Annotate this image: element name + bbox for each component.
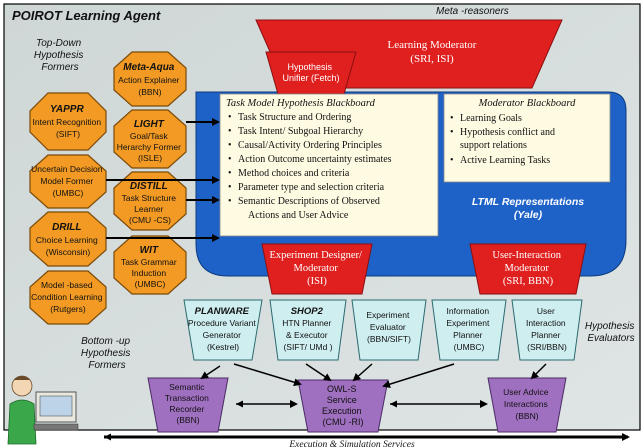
evaluator-planware: PLANWARE Procedure Variant Generator (Ke…	[183, 299, 263, 361]
task-bullet: •	[228, 126, 232, 137]
task-blackboard-list: • Task Structure and Ordering • Task Int…	[228, 112, 392, 221]
octagon-shape	[29, 211, 107, 267]
octagon-shape	[29, 154, 107, 209]
task-blackboard-title: Task Model Hypothesis Blackboard	[226, 98, 376, 109]
moderator-blackboard-title: Moderator Blackboard	[478, 98, 576, 109]
user-interaction-moderator-label: User-Interaction Moderator (SRI, BBN)	[492, 250, 563, 287]
moderator-blackboard-list: • Learning Goals • Hypothesis conflict a…	[450, 113, 555, 166]
task-bullet: •	[228, 140, 232, 151]
former-meta-aqua: Meta-Aqua Action Explainer (BBN)	[113, 51, 187, 107]
task-item: Action Outcome uncertainty estimates	[238, 154, 392, 165]
task-item: Method choices and criteria	[238, 168, 350, 179]
former-label: Model -based Condition Learning (Rutgers…	[31, 280, 105, 314]
task-bullet: •	[228, 154, 232, 165]
former-label: DISTILL Task Structure Learner (CMU -CS)	[122, 181, 179, 225]
arrow	[352, 363, 373, 382]
hypothesis-evaluators-label: Hypothesis Evaluators	[585, 321, 637, 344]
octagon-shape	[113, 171, 187, 231]
service-user-advice: User Advice Interactions (BBN)	[487, 377, 567, 433]
execution-label: Execution & Simulation Services	[288, 440, 415, 448]
learning-moderator-title: Learning Moderator	[388, 39, 477, 51]
service-owls-execution: OWL-S Service Execution (CMU -RI)	[297, 379, 389, 433]
task-bullet: •	[228, 168, 232, 179]
moderator-bullet: •	[450, 127, 454, 138]
task-item: Task Structure and Ordering	[238, 112, 351, 123]
moderator-bullet: •	[450, 155, 454, 166]
service-label: Semantic Transaction Recorder (BBN)	[165, 382, 211, 425]
task-item: Parameter type and selection criteria	[238, 182, 385, 193]
task-item: Semantic Descriptions of Observed	[238, 196, 380, 207]
moderator-item: Hypothesis conflict and	[460, 127, 555, 138]
arrow	[200, 365, 221, 380]
frame-title: POIROT Learning Agent	[12, 8, 161, 23]
arrow	[305, 363, 332, 382]
former-label: YAPPR Intent Recognition (SIFT)	[33, 104, 104, 139]
trapezoid-shape	[487, 377, 567, 433]
former-distill: DISTILL Task Structure Learner (CMU -CS)	[113, 171, 187, 231]
task-bullet: •	[228, 196, 232, 207]
task-item: Task Intent/ Subgoal Hierarchy	[238, 126, 363, 137]
user-at-computer-icon	[7, 375, 79, 445]
trapezoid-shape	[351, 299, 427, 361]
hypothesis-unifier-label: Hypothesis Unifier (Fetch)	[282, 62, 339, 83]
former-arrows	[106, 118, 220, 242]
former-drill: DRILL Choice Learning (Wisconsin)	[29, 211, 107, 267]
service-label: User Advice Interactions (BBN)	[503, 387, 551, 421]
former-label: DRILL Choice Learning (Wisconsin)	[36, 222, 100, 257]
trapezoid-shape	[511, 299, 583, 361]
service-label: OWL-S Service Execution (CMU -RI)	[322, 384, 364, 427]
evaluator-label: Information Experiment Planner (UMBC)	[446, 306, 491, 352]
arrow	[382, 363, 455, 389]
task-bullet: •	[228, 182, 232, 193]
evaluator-information-experiment: Information Experiment Planner (UMBC)	[431, 299, 507, 361]
trapezoid-shape	[431, 299, 507, 361]
bottom-up-label: Bottom -up Hypothesis Formers	[81, 336, 133, 371]
former-label: Uncertain Decision Model Former (UMBC)	[31, 164, 105, 198]
octagon-shape	[113, 109, 187, 169]
former-yappr: YAPPR Intent Recognition (SIFT)	[29, 92, 107, 151]
octagon-shape	[113, 51, 187, 107]
moderator-item: Learning Goals	[460, 113, 522, 124]
experiment-designer	[261, 243, 373, 295]
evaluator-label: User Interaction Planner (SRI/BBN)	[526, 306, 568, 352]
arrow	[233, 363, 302, 387]
former-model-based: Model -based Condition Learning (Rutgers…	[29, 270, 107, 325]
evaluator-label: SHOP2 HTN Planner & Executor (SIFT/ UMd …	[282, 306, 334, 352]
arrow	[530, 363, 547, 380]
ltml-org: (Yale)	[514, 209, 543, 221]
service-semantic-recorder: Semantic Transaction Recorder (BBN)	[147, 377, 229, 433]
moderator-item-continuation: support relations	[460, 140, 527, 151]
former-label: LIGHT Goal/Task Herarchy Former (ISLE)	[117, 119, 184, 163]
learning-moderator-org: (SRI, ISI)	[410, 53, 454, 65]
moderator-blackboard	[443, 93, 611, 183]
task-item: Causal/Activity Ordering Principles	[238, 140, 382, 151]
ltml-title: LTML Representations	[472, 196, 584, 208]
former-wit: WIT Task Grammar Induction (UMBC)	[113, 235, 187, 295]
task-item-continuation: Actions and User Advice	[248, 210, 349, 221]
trapezoid-shape	[183, 299, 263, 361]
moderator-bullet: •	[450, 113, 454, 124]
former-uncertain-decision: Uncertain Decision Model Former (UMBC)	[29, 154, 107, 209]
evaluator-experiment: Experiment Evaluator (BBN/SIFT)	[351, 299, 427, 361]
octagon-shape	[29, 92, 107, 151]
meta-reasoners-label: Meta -reasoners	[436, 6, 509, 17]
task-bullet: •	[228, 112, 232, 123]
octagon-shape	[29, 270, 107, 325]
former-label: Meta-Aqua Action Explainer (BBN)	[118, 62, 182, 97]
experiment-designer-label: Experiment Designer/ Moderator (ISI)	[269, 250, 364, 287]
evaluator-label: PLANWARE Procedure Variant Generator (Ke…	[188, 306, 258, 352]
task-model-blackboard	[219, 93, 439, 237]
evaluator-shop2: SHOP2 HTN Planner & Executor (SIFT/ UMd …	[269, 299, 347, 361]
evaluator-user-interaction-planner: User Interaction Planner (SRI/BBN)	[511, 299, 583, 361]
top-down-label: Top-Down Hypothesis Formers	[34, 38, 86, 73]
octagon-shape	[113, 235, 187, 295]
moderator-item: Active Learning Tasks	[460, 155, 550, 166]
service-arrows	[200, 363, 547, 408]
former-label: WIT Task Grammar Induction (UMBC)	[121, 245, 179, 289]
user-interaction-moderator	[469, 243, 587, 295]
trapezoid-shape	[269, 299, 347, 361]
former-light: LIGHT Goal/Task Herarchy Former (ISLE)	[113, 109, 187, 169]
evaluator-label: Experiment Evaluator (BBN/SIFT)	[366, 310, 411, 344]
